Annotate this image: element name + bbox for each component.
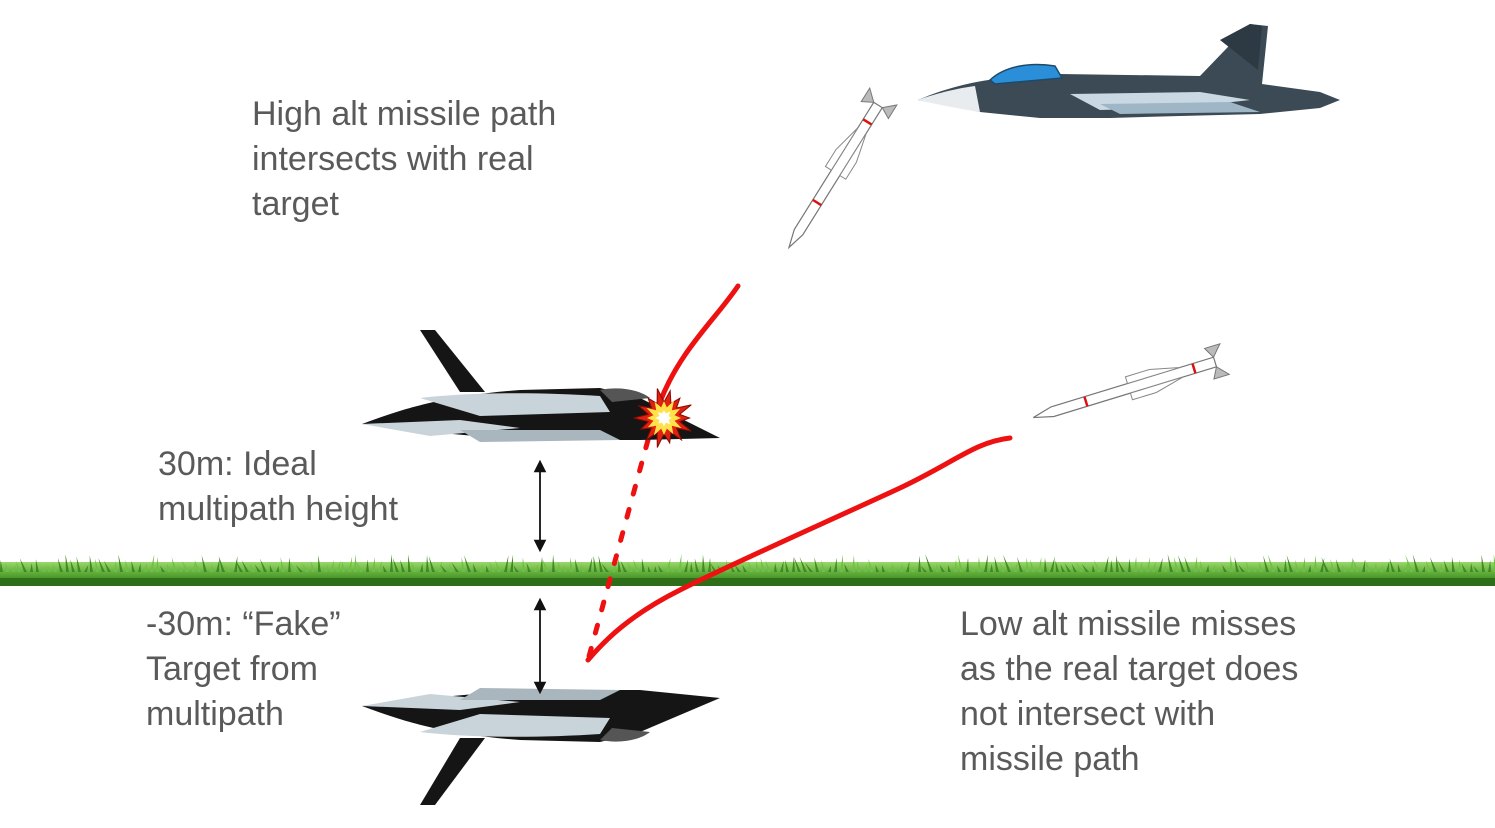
caption-line: multipath <box>146 695 284 733</box>
explosion-icon <box>633 388 692 448</box>
caption-line: High alt missile path <box>252 95 557 133</box>
caption-line: Low alt missile misses <box>960 605 1297 643</box>
low-alt-caption: Low alt missile misses as the real targe… <box>960 602 1298 782</box>
fake-target-caption: -30m: “Fake” Target from multipath <box>146 602 341 737</box>
caption-line: Target from <box>146 650 318 688</box>
enemy-fighter-jet-icon <box>918 24 1340 118</box>
caption-line: 30m: Ideal <box>158 445 317 483</box>
caption-line: multipath height <box>158 490 399 528</box>
reflected-fighter-jet-icon <box>362 688 720 805</box>
caption-line: intersects with real <box>252 140 534 178</box>
caption-line: target <box>252 185 339 223</box>
ideal-height-caption: 30m: Ideal multipath height <box>158 442 398 532</box>
low-alt-missile-path <box>585 435 1013 663</box>
high-alt-missile-path <box>657 283 741 405</box>
caption-line: not intersect with <box>960 695 1216 733</box>
fighter-jet-icon <box>362 330 720 442</box>
missile-icon <box>787 86 898 250</box>
grass-ground <box>0 554 1495 586</box>
caption-line: -30m: “Fake” <box>146 605 341 643</box>
caption-line: missile path <box>960 740 1140 778</box>
caption-line: as the real target does <box>960 650 1299 688</box>
high-alt-caption: High alt missile path intersects with re… <box>252 92 556 227</box>
missile-icon <box>1032 342 1231 419</box>
projected-path-dotted <box>585 437 651 663</box>
